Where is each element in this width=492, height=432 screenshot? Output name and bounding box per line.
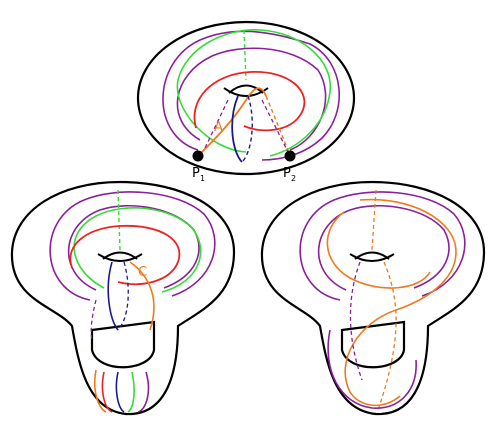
right-surface-outline [260,180,486,416]
label-p1-sub: 1 [200,174,205,183]
purple-dashed-2 [261,99,289,153]
panel-torus: A P 1 P 2 [136,20,356,183]
left-upper-hole-top [102,251,138,260]
left-surface-outline [10,180,236,416]
right-orange-dashed-1 [371,189,377,251]
right-orange-inner [326,211,431,289]
left-green [73,207,202,293]
navy-meridian-front [231,95,243,163]
left-red [69,225,181,286]
left-lower-hole [90,320,156,369]
torus-hole-bottom [223,87,269,97]
label-c: C [138,265,147,280]
right-upper-hole-bottom [349,253,395,262]
left-upper-hole-bottom [97,253,143,262]
right-orange-dashed-2 [377,261,397,411]
navy-meridian-back [241,95,253,163]
right-orange-outer [344,198,457,407]
left-bottom-navy-loop [115,371,125,413]
right-purple-outer [299,191,466,301]
label-p2-sub: 2 [291,174,296,183]
green-curve [176,29,331,157]
panel-genus-two-left: C [10,180,236,416]
left-bottom-orange-loop [93,369,107,413]
left-orange-c [129,261,155,331]
left-bottom-green-loop [127,371,135,413]
left-green-dashed [117,189,121,251]
red-curve [193,71,306,132]
right-purple-dashed [349,261,363,381]
right-upper-hole-top [354,251,390,260]
left-purple-dashed [90,299,97,341]
left-bottom-purple-loop [137,371,150,413]
label-p2: P [283,166,291,181]
point-p1 [192,150,204,162]
purple-dashed-1 [203,99,229,151]
right-purple-inner [317,204,450,291]
label-p1: P [192,166,200,181]
panel-genus-two-right [260,180,486,416]
orange-curve-a [197,87,267,157]
label-a: A [214,120,223,135]
green-dashed-top [243,29,247,81]
left-purple-inner [67,204,200,291]
left-bottom-red-loop [101,371,113,413]
right-lower-hole [340,320,406,369]
left-navy-back [117,261,129,331]
right-purple-lower [327,329,417,409]
left-navy-front [107,261,119,331]
torus-hole-top [228,84,264,94]
point-p2 [284,150,296,162]
torus-outline [136,20,356,176]
left-purple-outer [49,191,216,301]
